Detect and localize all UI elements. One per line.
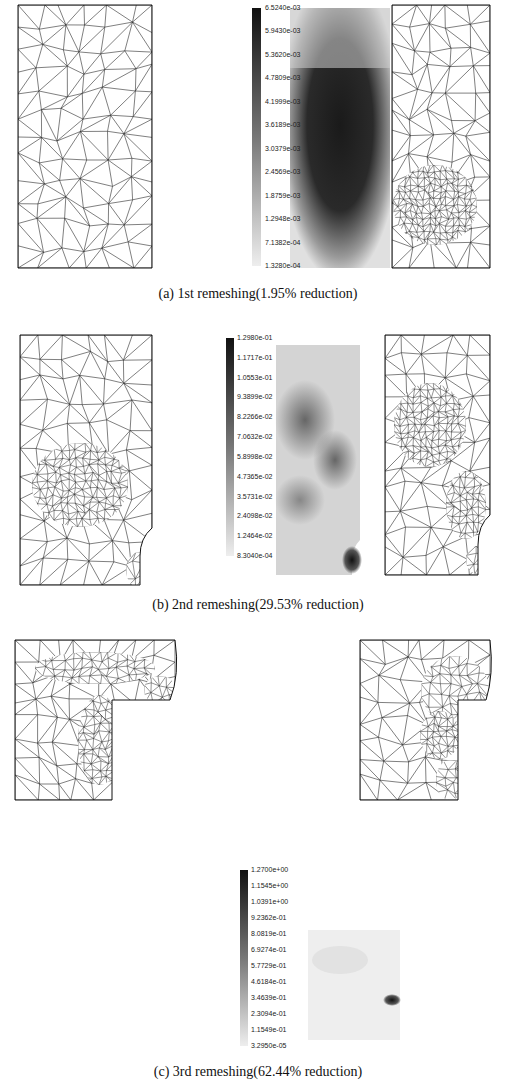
refined-mesh	[32, 443, 128, 527]
mesh-outline	[18, 5, 152, 268]
mesh-lines	[436, 760, 464, 800]
refined-mesh	[78, 695, 122, 785]
mesh-lines	[15, 640, 175, 800]
mesh-lines	[32, 443, 128, 527]
mesh-lines	[360, 640, 490, 800]
fe-mesh	[20, 335, 154, 588]
fe-mesh	[392, 5, 490, 268]
colorbar-value: 1.2464e-02	[237, 532, 272, 540]
colorbar-value: 8.3040e-04	[237, 552, 272, 560]
fe-mesh	[385, 335, 490, 575]
mesh-outline	[385, 335, 490, 575]
colorbar-value: 2.4098e-02	[237, 512, 272, 520]
refined-mesh	[35, 652, 155, 684]
mesh-lines	[78, 695, 122, 785]
colorbar-value: 2.4569e-03	[265, 168, 300, 176]
fe-mesh	[18, 5, 152, 268]
colorbar	[226, 338, 234, 556]
colorbar-value: 7.0632e-02	[237, 433, 272, 441]
refined-mesh	[420, 711, 460, 759]
mesh-lines	[393, 165, 477, 245]
colorbar-value: 1.0391e+00	[251, 898, 288, 906]
colorbar-value: 7.1382e-04	[265, 239, 300, 247]
refined-mesh	[393, 165, 477, 245]
contour-plot	[313, 430, 357, 490]
refined-zone	[35, 652, 155, 684]
colorbar-value: 1.3280e-04	[265, 262, 300, 270]
mesh-outline	[392, 5, 490, 268]
colorbar-value: 1.2948e-03	[265, 215, 300, 223]
colorbar-value: 6.9274e-01	[251, 946, 286, 954]
colorbar-value: 9.2362e-01	[251, 914, 286, 922]
contour-plot	[290, 8, 390, 268]
colorbar-value: 1.1545e+00	[251, 882, 288, 890]
mesh-lines	[420, 711, 460, 759]
mesh-lines	[18, 5, 152, 268]
mesh-outline	[15, 640, 177, 800]
contour-plot	[342, 546, 362, 574]
colorbar-value: 4.1999e-03	[265, 98, 300, 106]
colorbar-value: 1.1717e-01	[237, 354, 272, 362]
refined-zone	[436, 760, 464, 800]
colorbar-value: 3.4639e-01	[251, 994, 286, 1002]
subfigure-caption: (b) 2nd remeshing(29.53% reduction)	[152, 597, 364, 613]
refined-mesh	[394, 383, 466, 467]
fe-mesh	[15, 640, 176, 800]
colorbar-value: 4.7365e-02	[237, 473, 272, 481]
contour-plot	[276, 345, 360, 575]
colorbar-value: 3.5731e-02	[237, 493, 272, 501]
mesh-lines	[35, 652, 155, 684]
colorbar-value: 6.5240e-03	[265, 4, 300, 12]
colorbar-value: 5.7729e-01	[251, 962, 286, 970]
fe-mesh	[360, 640, 490, 800]
mesh-lines	[385, 335, 490, 575]
contour-plot	[308, 930, 400, 1040]
colorbar-value: 9.3899e-02	[237, 393, 272, 401]
mesh-lines	[392, 5, 490, 268]
colorbar-value: 1.0553e-01	[237, 374, 272, 382]
colorbar-value: 1.8759e-03	[265, 192, 300, 200]
subfigure-caption: (a) 1st remeshing(1.95% reduction)	[158, 286, 357, 302]
colorbar-value: 3.6189e-03	[265, 121, 300, 129]
colorbar-value: 3.0379e-03	[265, 145, 300, 153]
colorbar-value: 5.8998e-02	[237, 453, 272, 461]
refined-mesh	[436, 760, 464, 800]
colorbar-value: 1.2700e+00	[251, 866, 288, 874]
mesh-outline	[20, 335, 152, 585]
colorbar-value: 1.1549e-01	[251, 1026, 286, 1034]
contour-plot	[275, 475, 325, 525]
colorbar	[252, 8, 261, 266]
contour-plot	[383, 994, 401, 1006]
refined-zone	[78, 695, 122, 785]
subfigure-caption: (c) 3rd remeshing(62.44% reduction)	[154, 1064, 362, 1080]
contour-plot	[312, 946, 368, 974]
contour-plot	[290, 8, 390, 68]
colorbar-value: 2.3094e-01	[251, 1010, 286, 1018]
refined-zone	[32, 443, 128, 527]
mesh-lines	[20, 335, 152, 585]
colorbar-value: 4.7809e-03	[265, 74, 300, 82]
refined-zone	[393, 165, 477, 245]
colorbar-value: 8.2266e-02	[237, 413, 272, 421]
colorbar-value: 4.6184e-01	[251, 978, 286, 986]
colorbar-value: 3.2950e-05	[251, 1042, 286, 1050]
refined-zone	[420, 711, 460, 759]
refined-zone	[394, 383, 466, 467]
colorbar-value: 5.9430e-03	[265, 27, 300, 35]
colorbar-value: 5.3620e-03	[265, 51, 300, 59]
colorbar-value: 8.0819e-01	[251, 930, 286, 938]
mesh-outline	[360, 640, 491, 800]
mesh-lines	[394, 383, 466, 467]
colorbar	[240, 870, 248, 1046]
colorbar-value: 1.2980e-01	[237, 334, 272, 342]
